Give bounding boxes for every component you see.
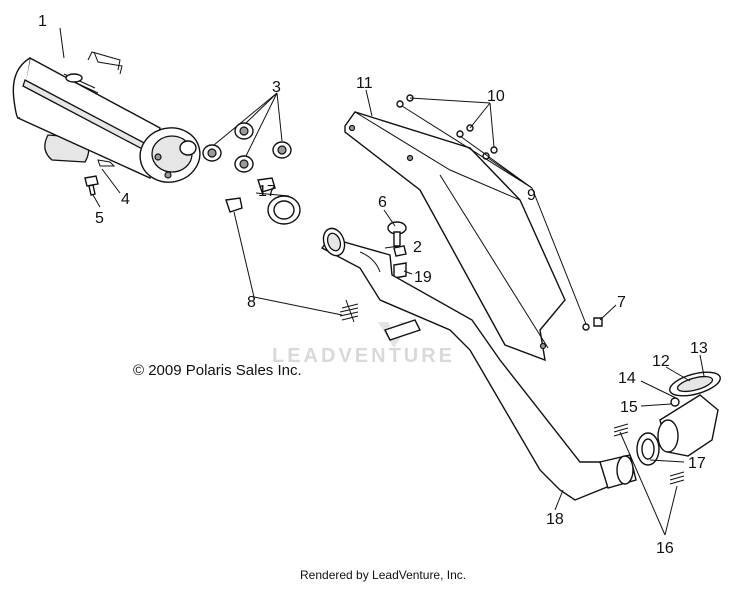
spring-part-8	[339, 299, 359, 323]
callout-5: 5	[95, 210, 104, 227]
callout-8: 8	[247, 294, 256, 311]
callout-labels: 1 2 3 4 5 6 7 8 9 10 11 12 13 14 15 16 1…	[38, 13, 708, 557]
sensor-part-6	[387, 221, 407, 247]
callout-11: 11	[356, 75, 373, 92]
callout-15: 15	[620, 399, 638, 416]
callout-13: 13	[690, 340, 708, 357]
callout-2: 2	[413, 239, 422, 256]
callout-9: 9	[527, 187, 536, 204]
callout-18: 18	[546, 511, 564, 528]
gasket-part-17-upper	[267, 195, 301, 225]
callout-16: 16	[656, 540, 674, 557]
callout-17-upper: 17	[258, 183, 276, 200]
gasket-part-17-lower	[636, 432, 660, 466]
callout-14: 14	[618, 370, 636, 387]
clamp-part-19	[393, 262, 407, 279]
nut-part-2	[393, 245, 407, 257]
bolt-part-5	[84, 175, 99, 196]
callout-6: 6	[378, 194, 387, 211]
springs-fittings	[225, 177, 276, 213]
head-pipe-part-18	[320, 227, 637, 501]
callout-10: 10	[487, 88, 505, 105]
watermark: LEADVENTURE	[272, 322, 455, 367]
callout-19: 19	[414, 269, 432, 286]
heat-shield-part-11	[344, 111, 566, 362]
leader-lines	[59, 27, 705, 536]
callout-7: 7	[617, 294, 626, 311]
callout-17-lower: 17	[688, 455, 706, 472]
footer-text: Rendered by LeadVenture, Inc.	[300, 568, 466, 582]
callout-12: 12	[652, 353, 670, 370]
callout-3: 3	[272, 79, 281, 96]
watermark-text: LEADVENTURE	[272, 345, 455, 367]
callout-1: 1	[38, 13, 47, 30]
muffler-part	[12, 51, 201, 183]
copyright-text: © 2009 Polaris Sales Inc.	[133, 362, 302, 379]
collector-part-12-15	[657, 371, 721, 457]
callout-4: 4	[121, 191, 130, 208]
grommets-part-3	[202, 122, 292, 173]
